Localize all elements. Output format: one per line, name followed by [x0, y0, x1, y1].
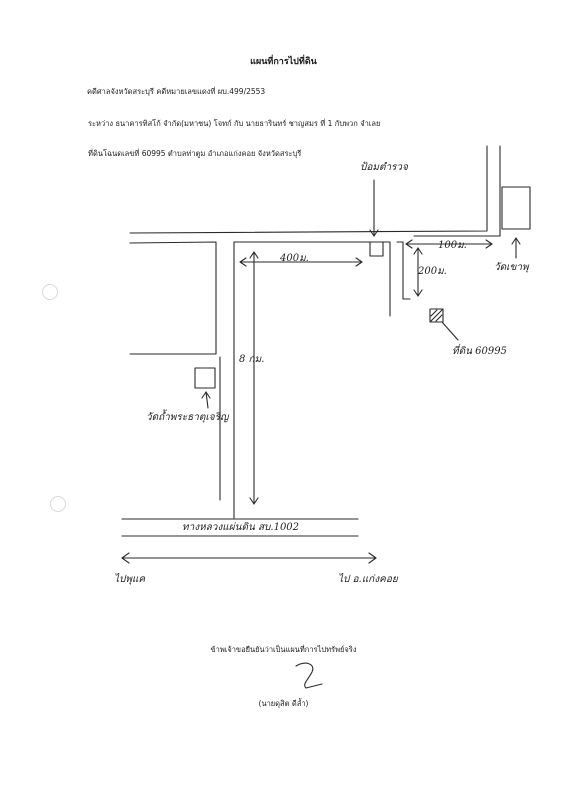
label-distance-100m: 100ม.: [438, 240, 467, 251]
temple-right-box: [501, 186, 531, 230]
temple-left-box: [194, 367, 216, 389]
binder-hole: [42, 284, 58, 300]
label-right-destination: ไป อ.แก่งคอย: [338, 574, 398, 585]
main-road-center-segment: [233, 241, 391, 317]
label-police-booth: ป้อมตำรวจ: [360, 162, 408, 173]
label-distance-8km: 8 กม.: [239, 354, 265, 365]
label-land-plot: ที่ดิน 60995: [452, 346, 507, 357]
signature-stroke: [295, 662, 323, 689]
land-plot-box: [429, 308, 444, 323]
label-highway: ทางหลวงแผ่นดิน สบ.1002: [182, 522, 300, 533]
main-road-top-edge: [129, 145, 488, 234]
label-temple-right: วัดเขาพุ: [494, 262, 529, 273]
label-left-destination: ไปพุแค: [114, 574, 146, 585]
certification-text: ข้าพเจ้าขอยืนยันว่าเป็นแผนที่การไปทรัพย์…: [210, 645, 357, 654]
main-road-left-segment: [129, 241, 217, 355]
label-temple-left: วัดถ้ำพระธาตุเจริญ: [146, 412, 229, 423]
side-road-edge: [396, 241, 411, 300]
document-title: แผนที่การไปที่ดิน: [250, 57, 317, 67]
land-deed-line: ที่ดินโฉนดเลขที่ 60995 ตำบลท่าตูม อำเภอแ…: [88, 149, 302, 158]
right-road-edge: [413, 145, 501, 237]
court-case-line: คดีศาลจังหวัดสระบุรี คดีหมายเลขแดงที่ ผบ…: [87, 87, 266, 96]
pointer-land: [441, 321, 459, 341]
parties-line: ระหว่าง ธนาคารทิสโก้ จำกัด(มหาชน) โจทก์ …: [88, 119, 381, 128]
label-distance-400m: 400ม.: [280, 253, 309, 264]
police-booth-box: [369, 241, 384, 257]
pointer-temple-left: [205, 391, 209, 409]
signer-name: (นายดุสิต ดีล้ำ): [258, 699, 309, 708]
land-plot-hatching: [430, 309, 443, 322]
label-distance-200m: 200ม.: [418, 266, 447, 277]
binder-hole: [50, 496, 66, 512]
